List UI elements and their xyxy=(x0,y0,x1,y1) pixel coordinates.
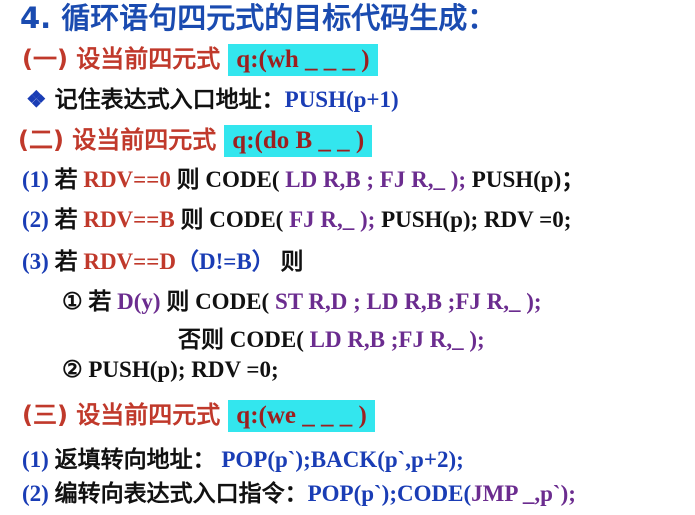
code-args: JMP _,p`); xyxy=(471,481,576,506)
section-2-item-3b: 否则 CODE( LD R,B ;FJ R,_ ); xyxy=(178,328,485,352)
item-number: (3) xyxy=(22,249,49,274)
condition: RDV==B xyxy=(83,207,175,232)
if-keyword: 若 xyxy=(54,249,78,275)
section-3-quad-box: q:(we _ _ _ ) xyxy=(228,400,375,432)
code-call: CODE( xyxy=(205,167,280,192)
section-1-quad-box: q:(wh _ _ _ ) xyxy=(228,44,378,76)
then-keyword: 则 xyxy=(280,249,304,275)
section-2-item-3a: ① 若 D(y) 则 CODE( ST R,D ; LD R,B ;FJ R,_… xyxy=(62,290,542,314)
section-2-item-1: (1) 若 RDV==0 则 CODE( LD R,B ; FJ R,_ ); … xyxy=(22,168,584,192)
code-pop: POP(p`); xyxy=(307,481,397,506)
item-number: (2) xyxy=(22,207,49,232)
section-1-label: (一) 设当前四元式 xyxy=(22,45,221,73)
section-2-item-2: (2) 若 RDV==B 则 CODE( FJ R,_ ); PUSH(p); … xyxy=(22,208,571,232)
section-3-label: (三) 设当前四元式 xyxy=(22,401,221,429)
else-keyword: 否则 xyxy=(178,327,224,353)
code-args: FJ R,_ ); xyxy=(289,207,376,232)
code-args: LD R,B ; FJ R,_ ); xyxy=(285,167,467,192)
section-2-item-3c: ② PUSH(p); RDV =0; xyxy=(62,358,279,381)
if-keyword: 若 xyxy=(88,289,112,315)
circled-two-icon: ② xyxy=(62,357,83,382)
section-3-item-2: (2) 编转向表达式入口指令：POP(p`);CODE(JMP _,p`); xyxy=(22,482,576,506)
item-label: 编转向表达式入口指令： xyxy=(54,481,308,507)
diamond-bullet-icon: ❖ xyxy=(26,86,47,113)
code-tail: PUSH(p)； xyxy=(471,167,585,192)
then-keyword: 则 xyxy=(176,167,200,193)
condition-extra: （D!=B） xyxy=(175,249,275,274)
code-call: CODE( xyxy=(397,481,472,506)
section-1-item-label: 记住表达式入口地址： xyxy=(54,87,285,113)
code-args: ST R,D ; LD R,B ;FJ R,_ ); xyxy=(274,289,542,314)
then-keyword: 则 xyxy=(166,289,190,315)
code-call: CODE( xyxy=(195,289,270,314)
code: POP(p`);BACK(p`,p+2); xyxy=(221,447,464,472)
section-3-item-1: (1) 返填转向地址： POP(p`);BACK(p`,p+2); xyxy=(22,448,464,472)
if-keyword: 若 xyxy=(54,167,78,193)
section-2-quad-box: q:(do B _ _ ) xyxy=(224,125,373,157)
code-tail: PUSH(p); RDV =0; xyxy=(381,207,572,232)
code-args: LD R,B ;FJ R,_ ); xyxy=(309,327,485,352)
code-call: CODE( xyxy=(229,327,304,352)
code: PUSH(p); RDV =0; xyxy=(88,357,279,382)
item-label: 返填转向地址： xyxy=(54,447,216,473)
condition: RDV==D xyxy=(83,249,176,274)
condition: D(y) xyxy=(117,289,161,314)
item-number: (2) xyxy=(22,481,49,506)
section-1-item-code: PUSH(p+1) xyxy=(284,87,399,112)
code-call: CODE( xyxy=(209,207,284,232)
item-number: (1) xyxy=(22,447,49,472)
page-title: 4. 循环语句四元式的目标代码生成： xyxy=(20,1,497,35)
item-number: (1) xyxy=(22,167,49,192)
section-2-item-3: (3) 若 RDV==D（D!=B） 则 xyxy=(22,250,303,274)
condition: RDV==0 xyxy=(83,167,171,192)
section-1-item: ❖ 记住表达式入口地址：PUSH(p+1) xyxy=(26,88,399,112)
then-keyword: 则 xyxy=(180,207,204,233)
if-keyword: 若 xyxy=(54,207,78,233)
circled-one-icon: ① xyxy=(62,289,83,314)
section-2-label: (二) 设当前四元式 xyxy=(18,126,217,154)
